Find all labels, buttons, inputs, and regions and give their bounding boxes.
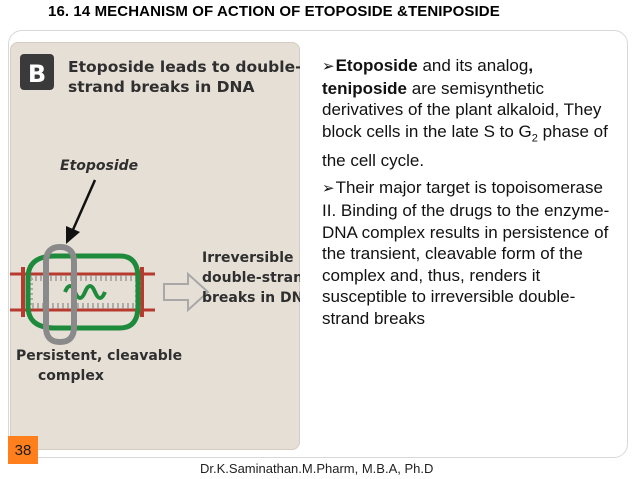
result-line3: breaks in DNA [202, 290, 300, 306]
term-teniposide: teniposide [322, 78, 408, 98]
text-span: Their major target is topoisomerase II. … [322, 178, 610, 328]
mechanism-diagram: B Etoposide leads to double- strand brea… [10, 54, 300, 384]
etoposide-label: Etoposide [60, 158, 138, 174]
term-etoposide: Etoposide [335, 56, 418, 75]
slide-title: 16. 14 MECHANISM OF ACTION OF ETOPOSIDE … [48, 3, 500, 20]
body-text: ➢Etoposide and its analog, teniposide ar… [322, 55, 618, 336]
complex-line1: Persistent, cleavable [16, 348, 182, 364]
slide-frame [8, 30, 628, 458]
page-number: 38 [8, 436, 38, 464]
paragraph-etoposide: ➢Etoposide and its analog, teniposide ar… [322, 55, 618, 171]
result-arrow [163, 271, 210, 313]
drug-arrow-head [66, 226, 80, 244]
text-span: , [528, 56, 534, 75]
bullet-arrow-icon: ➢ [322, 180, 335, 198]
result-line2: double-strand [202, 270, 300, 286]
text-span: are semisynthetic derivatives of the pla… [322, 78, 602, 141]
figure-panel: B Etoposide leads to double- strand brea… [10, 42, 300, 450]
bullet-arrow-icon: ➢ [322, 58, 335, 75]
footer-author: Dr.K.Saminathan.M.Pharm, M.B.A, Ph.D [200, 461, 434, 476]
text-span: and its analog [417, 56, 529, 75]
figure-heading-line1: Etoposide leads to double- [68, 58, 300, 76]
panel-letter: B [28, 60, 46, 88]
result-line1: Irreversible [202, 250, 294, 266]
text-span: phase of the cell cycle. [322, 121, 608, 170]
panel-letter-box [20, 54, 54, 90]
complex-line2: complex [38, 368, 104, 384]
dna-loop [43, 243, 77, 346]
paragraph-target: ➢Their major target is topoisomerase II.… [322, 177, 618, 329]
subscript-2: 2 [531, 132, 538, 145]
figure-heading-line2: strand breaks in DNA [68, 78, 254, 96]
drug-arrow-shaft [70, 179, 97, 233]
